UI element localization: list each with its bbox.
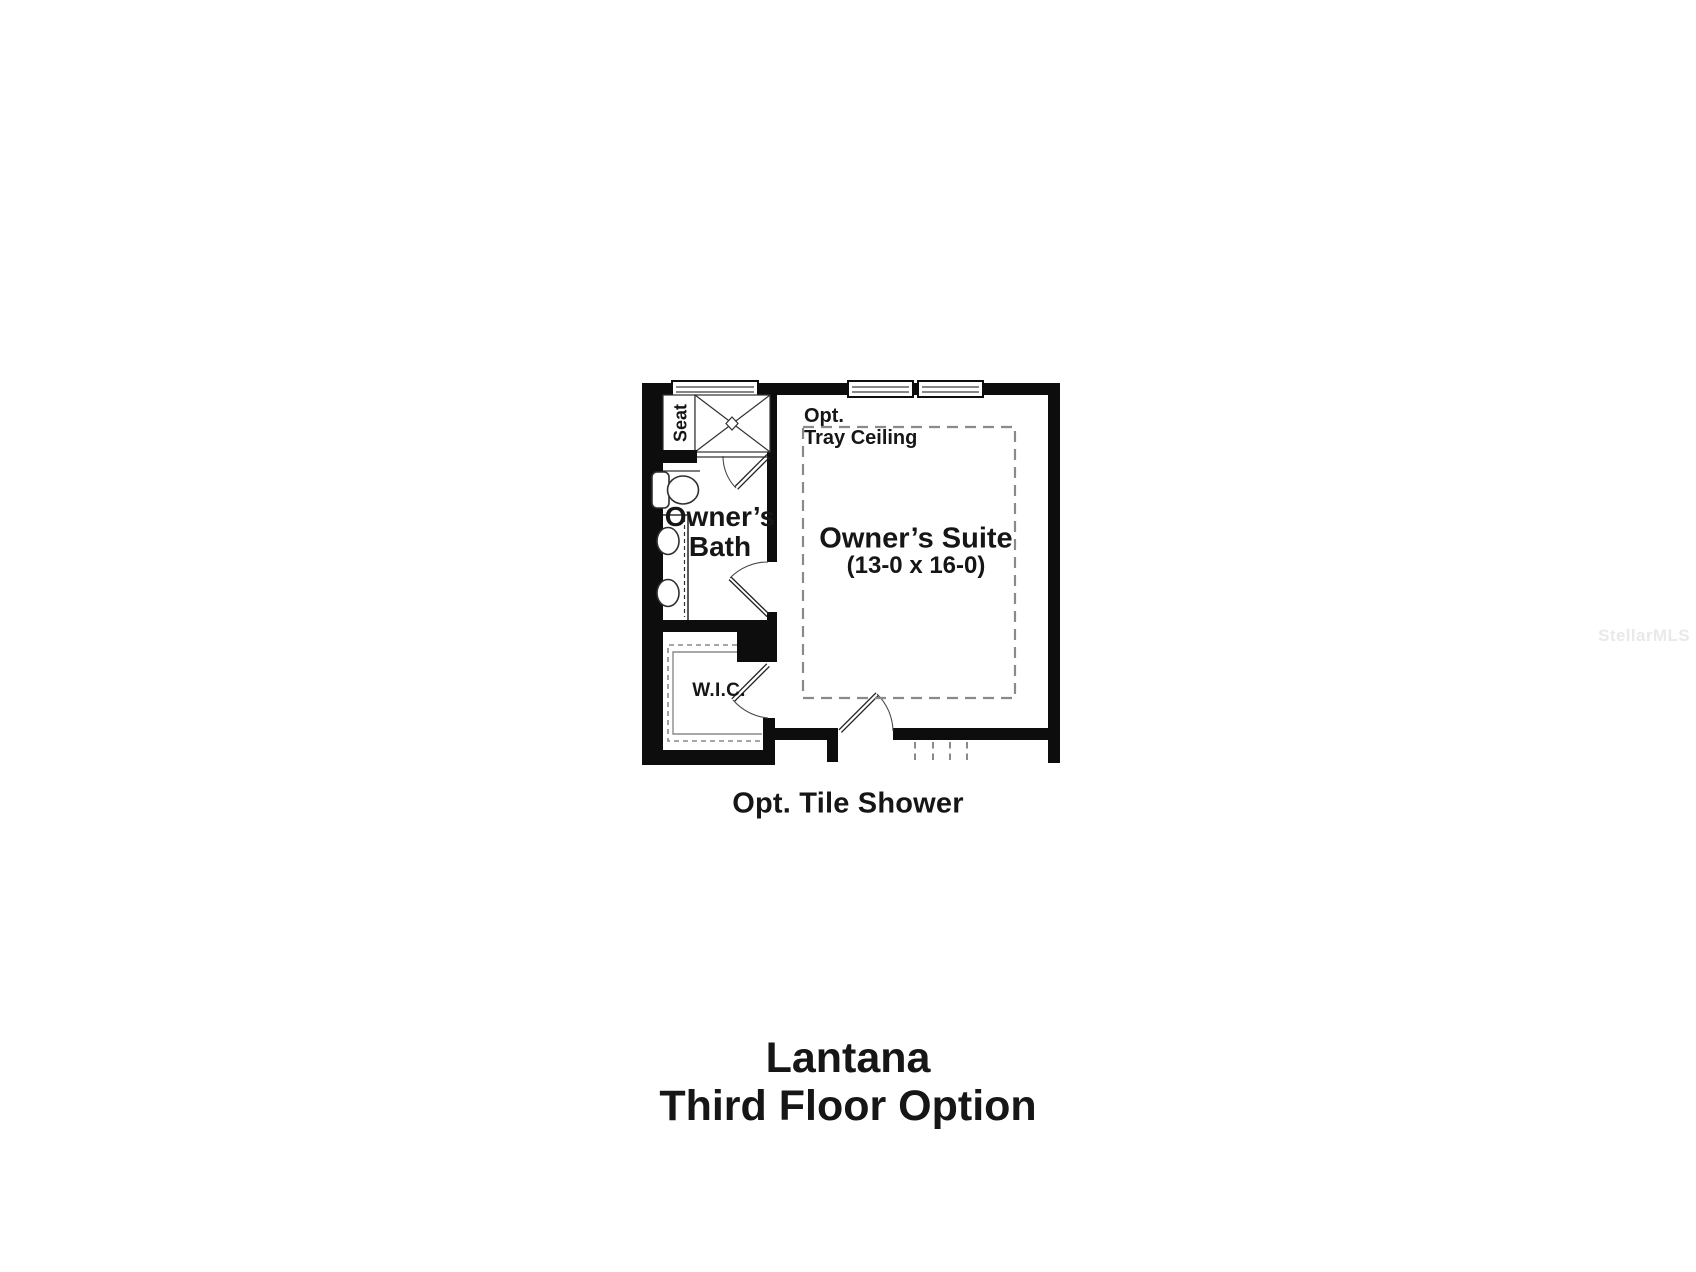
owners-suite-dimensions: (13-0 x 16-0): [846, 552, 986, 579]
wall-left: [642, 383, 663, 765]
plan-title-line1: Lantana: [765, 1034, 931, 1082]
stair-marks-icon: [914, 742, 968, 762]
bath-door-icon: [728, 561, 770, 618]
wall-wic-bottom: [642, 750, 775, 765]
owners-bath-label-line1: Owner’s: [664, 501, 776, 532]
window-icon: [917, 380, 984, 398]
tray-ceiling-label-line2: Tray Ceiling: [804, 426, 918, 449]
wall-bath-right-upper: [767, 395, 777, 562]
vanity-icon: [656, 514, 689, 620]
tray-ceiling-label-line1: Opt.: [804, 405, 844, 427]
shower-door-icon: [722, 454, 771, 490]
plan-title: Lantana Third Floor Option: [659, 1034, 1036, 1130]
watermark: StellarMLS: [1598, 626, 1690, 645]
owners-bath-label: Owner’s Bath: [665, 502, 775, 562]
wall-corridor-left: [775, 728, 838, 740]
sink-icon: [656, 578, 680, 608]
shower-drain: [725, 416, 739, 431]
shower-icon: [660, 394, 771, 490]
wall-bath-wic-divider: [650, 620, 737, 632]
wall-corridor-stub: [827, 740, 838, 762]
wall-corridor-right: [893, 728, 1060, 740]
tray-ceiling-label: Opt. Tray Ceiling: [804, 405, 918, 449]
wall-bath-right-lower: [767, 612, 777, 624]
plan-caption: Opt. Tile Shower: [732, 787, 964, 820]
window-icon: [847, 380, 914, 398]
seat-label: Seat: [670, 403, 691, 443]
plan-title-line2: Third Floor Option: [659, 1082, 1037, 1130]
suite-entry-door-icon: [838, 692, 894, 733]
wic-door-icon: [731, 663, 770, 719]
wall-wic-right-lower: [763, 718, 775, 754]
wall-right: [1048, 383, 1060, 763]
toilet-icon: [651, 471, 700, 509]
closet-shelving-icon: [667, 644, 762, 742]
sink-icon: [656, 526, 680, 556]
shower-seat-wall: [660, 450, 697, 463]
wall-block: [737, 620, 777, 662]
tray-ceiling-outline: [801, 425, 1017, 700]
owners-suite-label: Owner’s Suite: [819, 522, 1013, 555]
interior-walls: [650, 395, 1060, 762]
wic-label: W.I.C.: [692, 680, 746, 701]
owners-bath-label-line2: Bath: [688, 531, 752, 562]
